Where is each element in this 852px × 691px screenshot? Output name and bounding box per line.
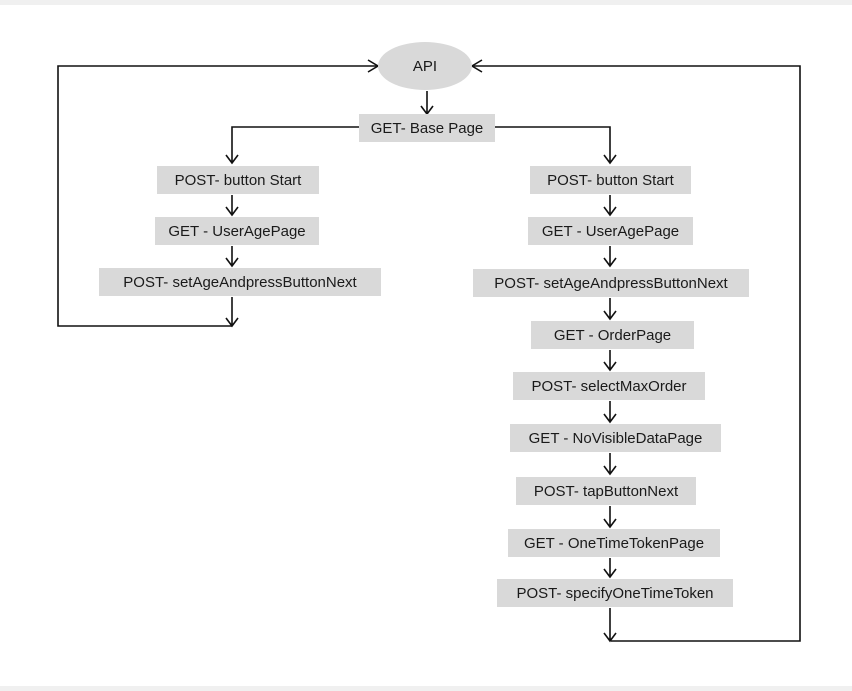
arrow-left-2	[225, 246, 239, 268]
right-step-3: POST- setAgeAndpressButtonNext	[473, 269, 749, 297]
top-bar	[0, 0, 852, 5]
right-step-4: GET - OrderPage	[531, 321, 694, 349]
arrow-right-8	[603, 558, 617, 579]
left-step-2: GET - UserAgePage	[155, 217, 319, 245]
arrow-right-2	[603, 246, 617, 268]
arrow-right-3	[603, 298, 617, 321]
left-loop-connector	[57, 65, 378, 327]
right-step-5: POST- selectMaxOrder	[513, 372, 705, 400]
left-step-3: POST- setAgeAndpressButtonNext	[99, 268, 381, 296]
arrow-left-1	[225, 195, 239, 217]
arrow-right-7	[603, 506, 617, 529]
bottom-bar	[0, 686, 852, 691]
branch-left	[225, 126, 359, 165]
right-step-1: POST- button Start	[530, 166, 691, 194]
arrow-right-9	[603, 608, 617, 643]
arrow-right-5	[603, 401, 617, 424]
branch-right	[495, 126, 617, 165]
right-step-2: GET - UserAgePage	[528, 217, 693, 245]
arrow-right-4	[603, 350, 617, 372]
left-step-1: POST- button Start	[157, 166, 319, 194]
arrow-left-3	[225, 297, 239, 328]
arrow-right-1	[603, 195, 617, 217]
api-node: API	[378, 42, 472, 90]
right-step-6: GET - NoVisibleDataPage	[510, 424, 721, 452]
right-step-8: GET - OneTimeTokenPage	[508, 529, 720, 557]
base-page-node: GET- Base Page	[359, 114, 495, 142]
arrow-api-to-base	[420, 91, 434, 116]
right-loop-arrowhead	[470, 59, 483, 73]
arrow-right-6	[603, 453, 617, 476]
right-loop-connector	[472, 65, 801, 642]
right-step-9: POST- specifyOneTimeToken	[497, 579, 733, 607]
right-step-7: POST- tapButtonNext	[516, 477, 696, 505]
